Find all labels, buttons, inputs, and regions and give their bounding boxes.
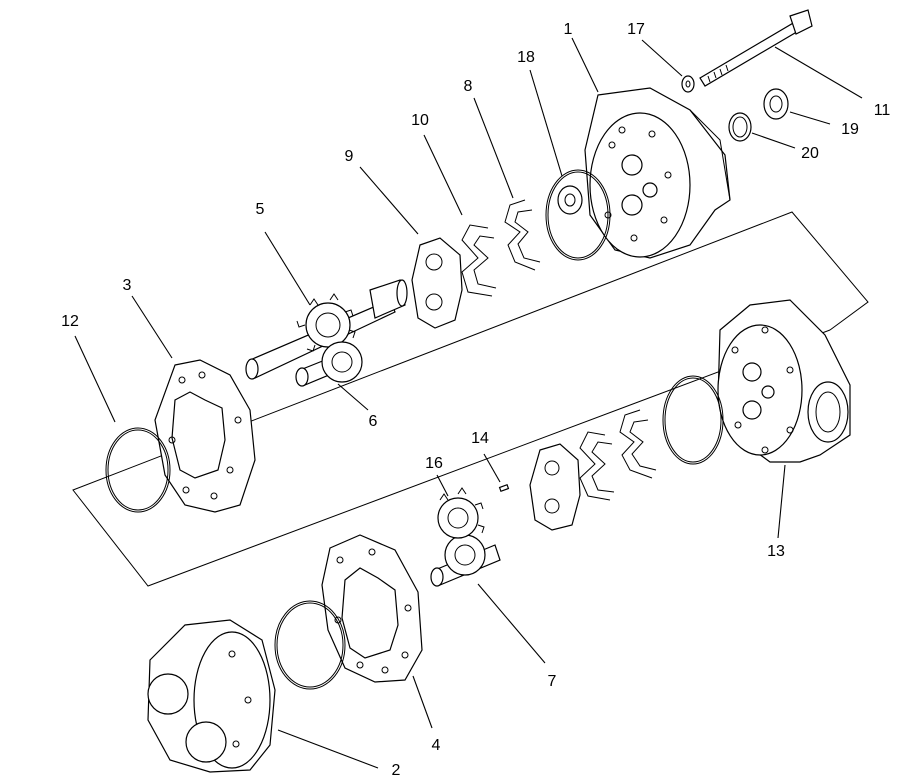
part-8-seal — [504, 199, 541, 271]
label-20: 20 — [801, 145, 819, 162]
label-3: 3 — [123, 277, 132, 294]
label-8: 8 — [464, 78, 473, 95]
part-7-gear-assembly — [430, 534, 501, 587]
part-11-bolt — [699, 9, 813, 87]
seal-lower-2 — [619, 409, 657, 479]
label-9: 9 — [345, 148, 354, 165]
part-9-wear-plate — [411, 237, 463, 329]
label-10: 10 — [411, 112, 429, 129]
label-2: 2 — [392, 762, 401, 779]
label-5: 5 — [256, 201, 265, 218]
label-17: 17 — [627, 21, 645, 38]
gasket-ring-part-4 — [274, 600, 346, 690]
part-17-washer — [681, 75, 695, 93]
part-3-plate — [154, 359, 256, 513]
callout-labels: 1 2 3 4 5 6 7 8 9 10 11 12 13 14 16 17 1… — [61, 21, 890, 779]
part-10-seal — [461, 224, 497, 297]
label-4: 4 — [432, 737, 441, 754]
part-13-rear-housing — [717, 299, 851, 463]
part-18-gasket — [545, 169, 611, 261]
gasket-ring-part-13 — [662, 375, 724, 465]
part-20-o-ring — [728, 112, 752, 142]
wear-plate-lower — [529, 443, 581, 531]
label-19: 19 — [841, 121, 859, 138]
label-12: 12 — [61, 313, 79, 330]
label-13: 13 — [767, 543, 785, 560]
part-16-gear — [437, 487, 485, 539]
part-5-drive-shaft — [245, 279, 408, 380]
label-7: 7 — [548, 673, 557, 690]
seal-lower-1 — [579, 431, 615, 501]
label-16: 16 — [425, 455, 443, 472]
part-12-gasket — [105, 427, 171, 513]
label-14: 14 — [471, 430, 489, 447]
part-1-front-housing — [584, 87, 731, 259]
label-6: 6 — [369, 413, 378, 430]
part-4-plate — [321, 534, 423, 683]
part-19-seal — [763, 88, 789, 120]
assembly-outline — [72, 211, 869, 587]
label-11: 11 — [874, 102, 891, 119]
leader-lines — [74, 37, 863, 769]
part-2-rear-housing — [147, 619, 276, 773]
label-18: 18 — [517, 49, 535, 66]
part-14-pin — [498, 483, 510, 493]
part-6-driven-gear — [295, 341, 363, 387]
label-1: 1 — [564, 21, 573, 38]
